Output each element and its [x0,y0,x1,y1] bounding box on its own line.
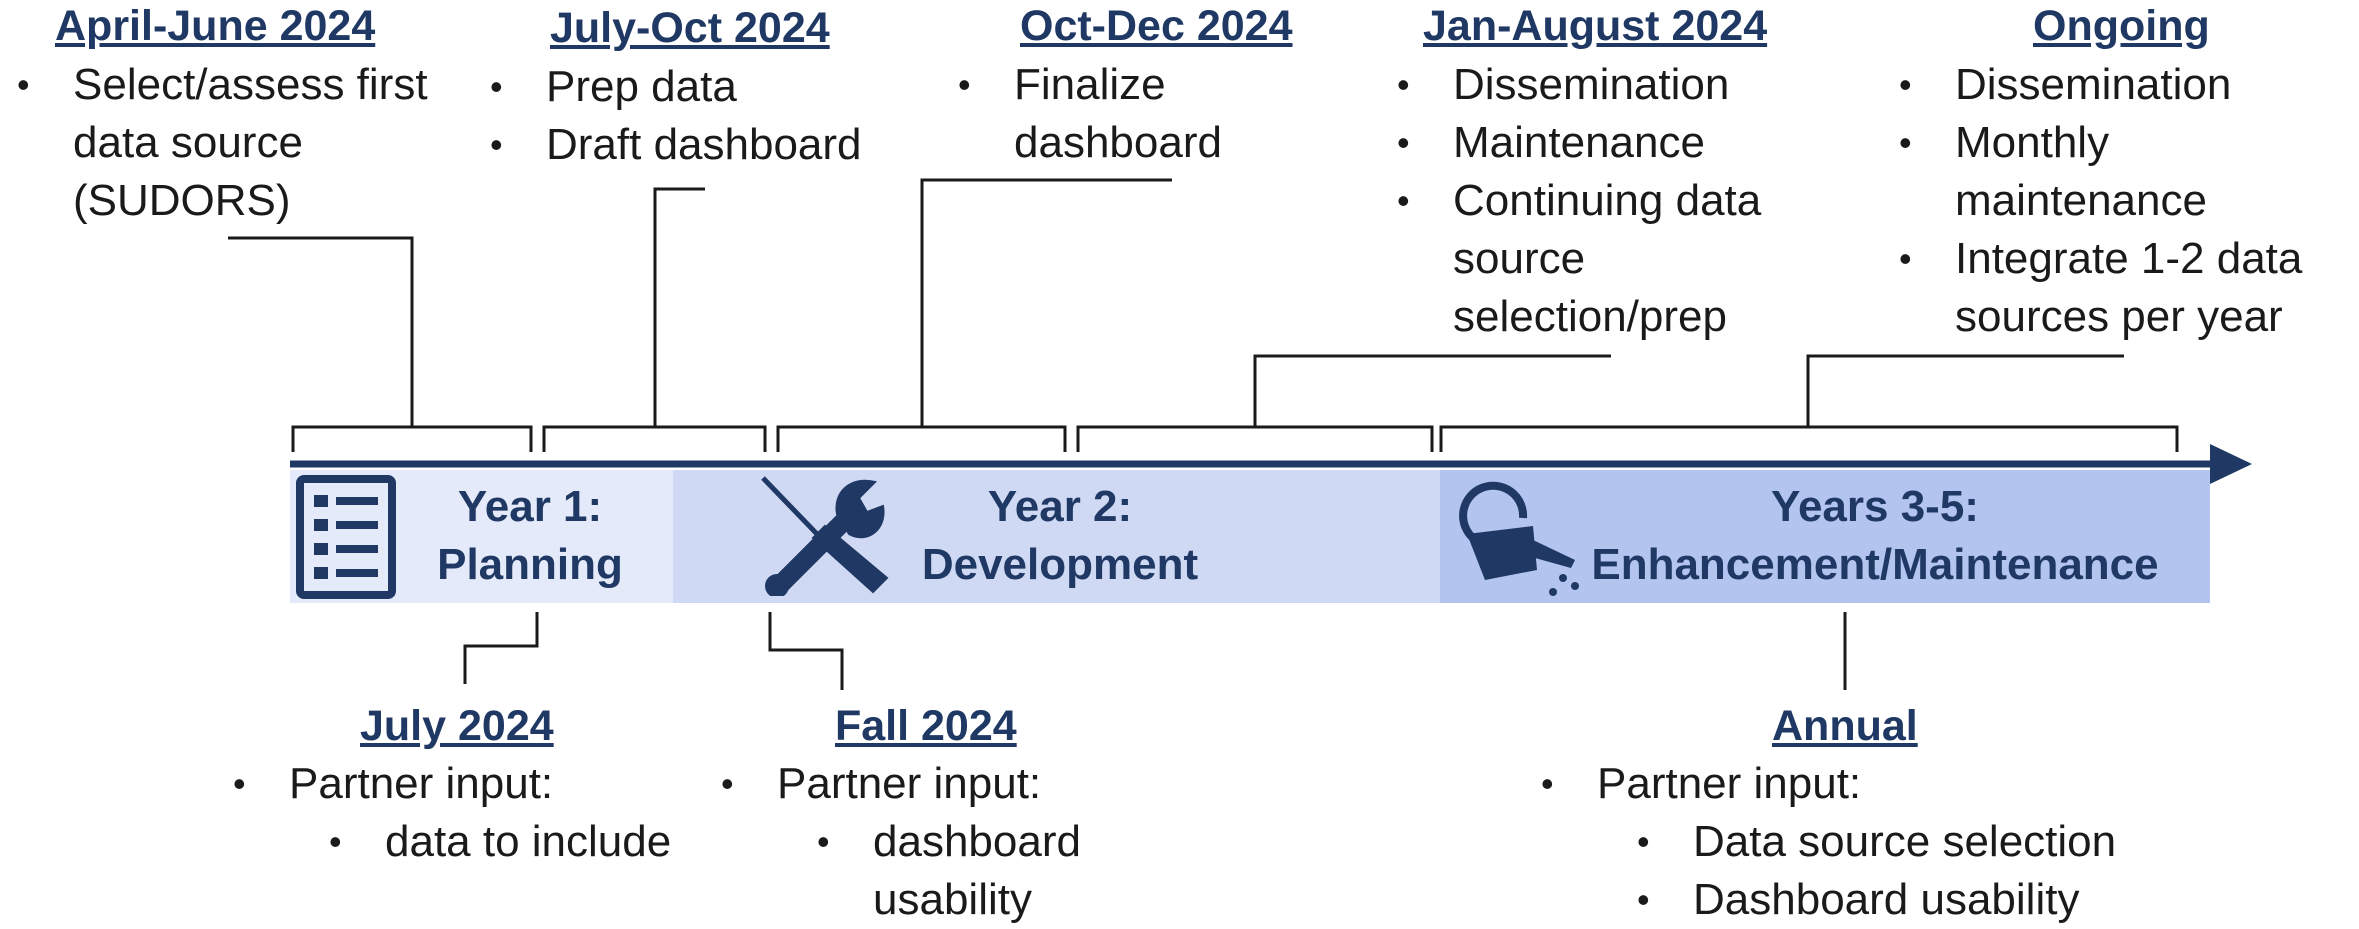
list-subitem: dashboard usability [817,813,1113,929]
bracket-ongoing [1439,425,2179,452]
list-item: Finalize dashboard [958,56,1244,172]
milestone-july-oct: July-Oct 2024 [550,2,830,54]
phase-label-planning-line1: Year 1: [457,482,603,531]
list-subitem: data to include [329,813,671,871]
milestone-annual-title: Annual [1772,702,1918,750]
milestone-jan-august-items: Dissemination Maintenance Continuing dat… [1397,56,1833,346]
milestone-july-2024-title: July 2024 [360,702,554,750]
milestone-jan-august-title: Jan-August 2024 [1423,2,1768,50]
checklist-icon [296,475,396,599]
milestone-april-june: April-June 2024 [55,0,375,52]
list-item: Monthly maintenance [1899,114,2350,230]
milestone-ongoing-items: Dissemination Monthly maintenance Integr… [1899,56,2350,346]
milestone-ongoing: Ongoing [2033,0,2210,52]
milestone-july-2024: July 2024 [360,700,554,752]
milestone-fall-2024: Fall 2024 [835,700,1017,752]
list-item: Integrate 1-2 data sources per year [1899,230,2350,346]
milestone-annual-items: Partner input: Data source selection Das… [1541,755,2116,929]
milestone-july-2024-items: Partner input: data to include [233,755,671,871]
list-item: Maintenance [1397,114,1833,172]
phase-label-development-line1: Year 2: [987,482,1133,531]
phase-label-development-line2: Development [921,540,1199,589]
milestone-ongoing-title: Ongoing [2033,2,2210,50]
list-item: Continuing data source selection/prep [1397,172,1833,346]
phase-label-enhancement-line1: Years 3-5: [1771,482,1979,531]
milestone-april-june-items: Select/assess first data source (SUDORS) [17,56,433,230]
phase-label-enhancement: Years 3-5: Enhancement/Maintenance [1565,478,2185,594]
leader-july-2024 [463,612,539,684]
milestone-fall-2024-title: Fall 2024 [835,702,1017,750]
phase-segment-development [673,470,1440,603]
milestone-oct-dec-title: Oct-Dec 2024 [1020,2,1293,50]
phase-label-planning-line2: Planning [437,540,623,589]
milestone-oct-dec-items: Finalize dashboard [958,56,1244,172]
milestone-oct-dec: Oct-Dec 2024 [1020,0,1293,52]
list-item: Partner input: [721,755,1113,813]
phase-segment-enhancement [1440,470,2210,603]
bracket-july-oct [542,425,767,452]
leader-jan-aug [1253,354,1611,427]
list-item: Draft dashboard [490,116,861,174]
milestone-fall-2024-items: Partner input: dashboard usability [721,755,1113,929]
list-item: Partner input: [233,755,671,813]
milestone-jan-august: Jan-August 2024 [1423,0,1767,52]
list-subitem: Dashboard usability [1637,871,2116,929]
milestone-july-oct-title: July-Oct 2024 [550,4,830,52]
milestone-april-june-title: April-June 2024 [55,2,376,50]
list-item: Prep data [490,58,862,116]
list-item: Dissemination [1397,56,1833,114]
list-subitem: Data source selection [1637,813,2116,871]
bracket-oct-dec [776,425,1067,452]
phase-segment-planning [290,470,673,603]
bracket-jan-aug [1076,425,1434,452]
phase-label-development: Year 2: Development [900,478,1220,594]
leader-april-june [228,236,414,427]
milestone-july-oct-items: Prep data Draft dashboard [490,58,862,174]
leader-oct-dec [920,178,1172,427]
leader-july-oct [653,187,705,427]
list-item: Select/assess first data source (SUDORS) [17,56,433,230]
list-item: Dissemination [1899,56,2350,114]
bracket-april-june [291,425,533,452]
timeline-arrow [290,444,2252,484]
list-item: Partner input: [1541,755,2116,813]
leader-fall-2024 [768,612,844,690]
phase-label-enhancement-line2: Enhancement/Maintenance [1591,540,2159,589]
tools-icon [761,476,889,596]
watering-can-icon [1459,481,1579,596]
milestone-annual: Annual [1772,700,1918,752]
leader-ongoing [1806,354,2124,427]
phase-band [290,470,2210,603]
phase-label-planning: Year 1: Planning [425,478,635,594]
